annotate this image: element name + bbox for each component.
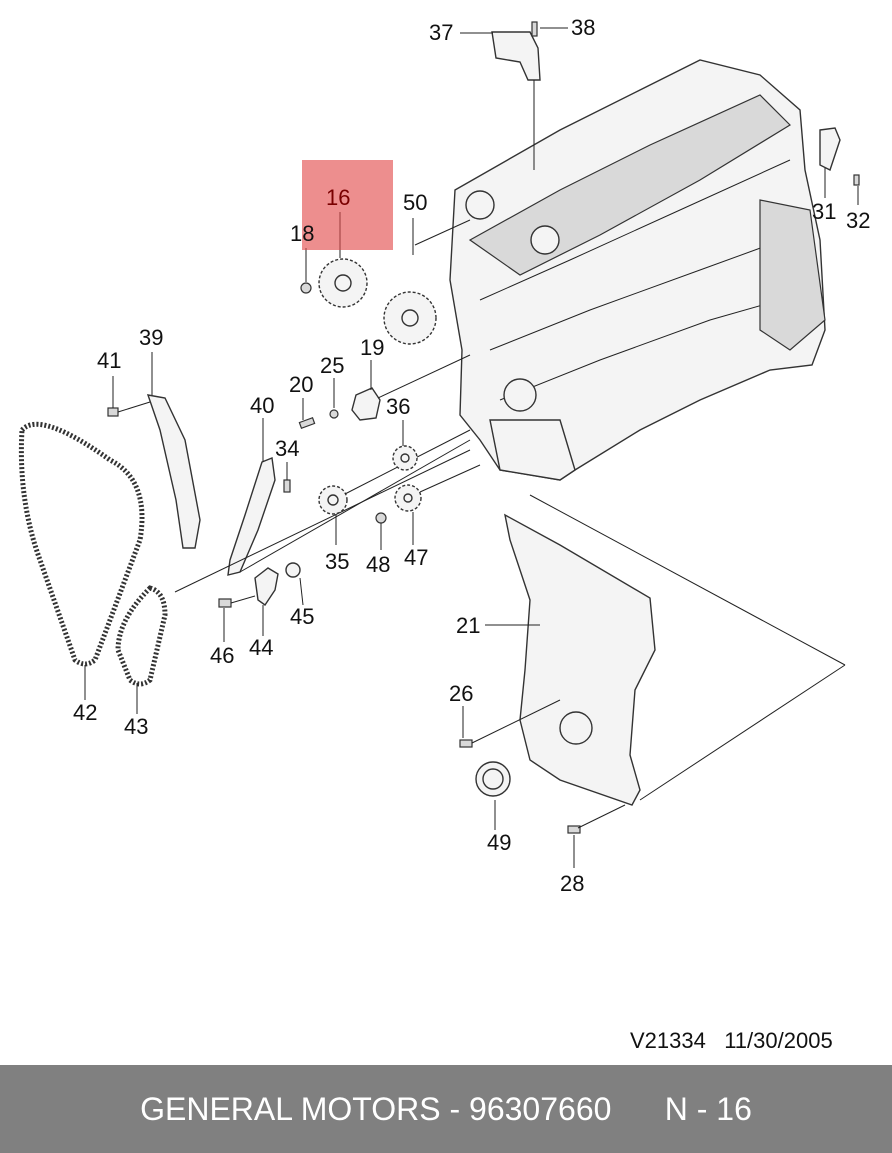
crank-sprocket-35 [318,420,481,550]
callout-34[interactable]: 34 [275,436,300,461]
bracket-37 [460,21,568,170]
highlight-box [302,160,393,250]
footer-ref: N - 16 [664,1090,752,1127]
chain-guide-39 [107,352,201,549]
front-cover-21 [459,494,846,868]
callout-19[interactable]: 19 [360,335,385,360]
tensioner-19 [298,354,471,429]
callout-25[interactable]: 25 [320,353,345,378]
callout-44[interactable]: 44 [249,635,274,660]
sensor-31 [819,127,860,205]
callout-39[interactable]: 39 [139,325,164,350]
callout-37[interactable]: 37 [429,20,454,45]
drawing-date: 11/30/2005 [724,1028,833,1053]
callout-48[interactable]: 48 [366,552,391,577]
callout-28[interactable]: 28 [560,871,585,896]
callout-31[interactable]: 31 [812,199,837,224]
callout-42[interactable]: 42 [73,700,98,725]
callout-41[interactable]: 41 [97,348,122,373]
tensioner-guide-40 [227,418,471,576]
timing-chain-42 [18,421,145,700]
callout-36[interactable]: 36 [386,394,411,419]
callout-20[interactable]: 20 [289,372,314,397]
callout-32[interactable]: 32 [846,208,871,233]
drawing-id: V21334 11/30/2005 [630,1028,833,1054]
drawing-code: V21334 [630,1028,706,1053]
callout-46[interactable]: 46 [210,643,235,668]
tensioner-arm-44 [218,562,304,642]
cam-sprocket-16 [300,212,471,345]
callout-47[interactable]: 47 [404,545,429,570]
oil-pump-chain-43 [115,449,471,714]
callout-18[interactable]: 18 [290,221,315,246]
callout-43[interactable]: 43 [124,714,149,739]
callout-45[interactable]: 45 [290,604,315,629]
footer-bar: GENERAL MOTORS - 96307660 N - 16 [0,1065,892,1153]
callout-40[interactable]: 40 [250,393,275,418]
callout-16[interactable]: 16 [326,185,351,210]
footer-brand: GENERAL MOTORS [140,1090,441,1127]
callout-50[interactable]: 50 [403,190,428,215]
callout-38[interactable]: 38 [571,15,596,40]
footer-separator: - [449,1090,461,1127]
callout-21[interactable]: 21 [456,613,481,638]
engine-block [449,59,826,481]
exploded-parts-diagram [18,21,860,868]
callout-26[interactable]: 26 [449,681,474,706]
callout-35[interactable]: 35 [325,549,350,574]
callout-49[interactable]: 49 [487,830,512,855]
footer-part-number: 96307660 [469,1090,612,1127]
